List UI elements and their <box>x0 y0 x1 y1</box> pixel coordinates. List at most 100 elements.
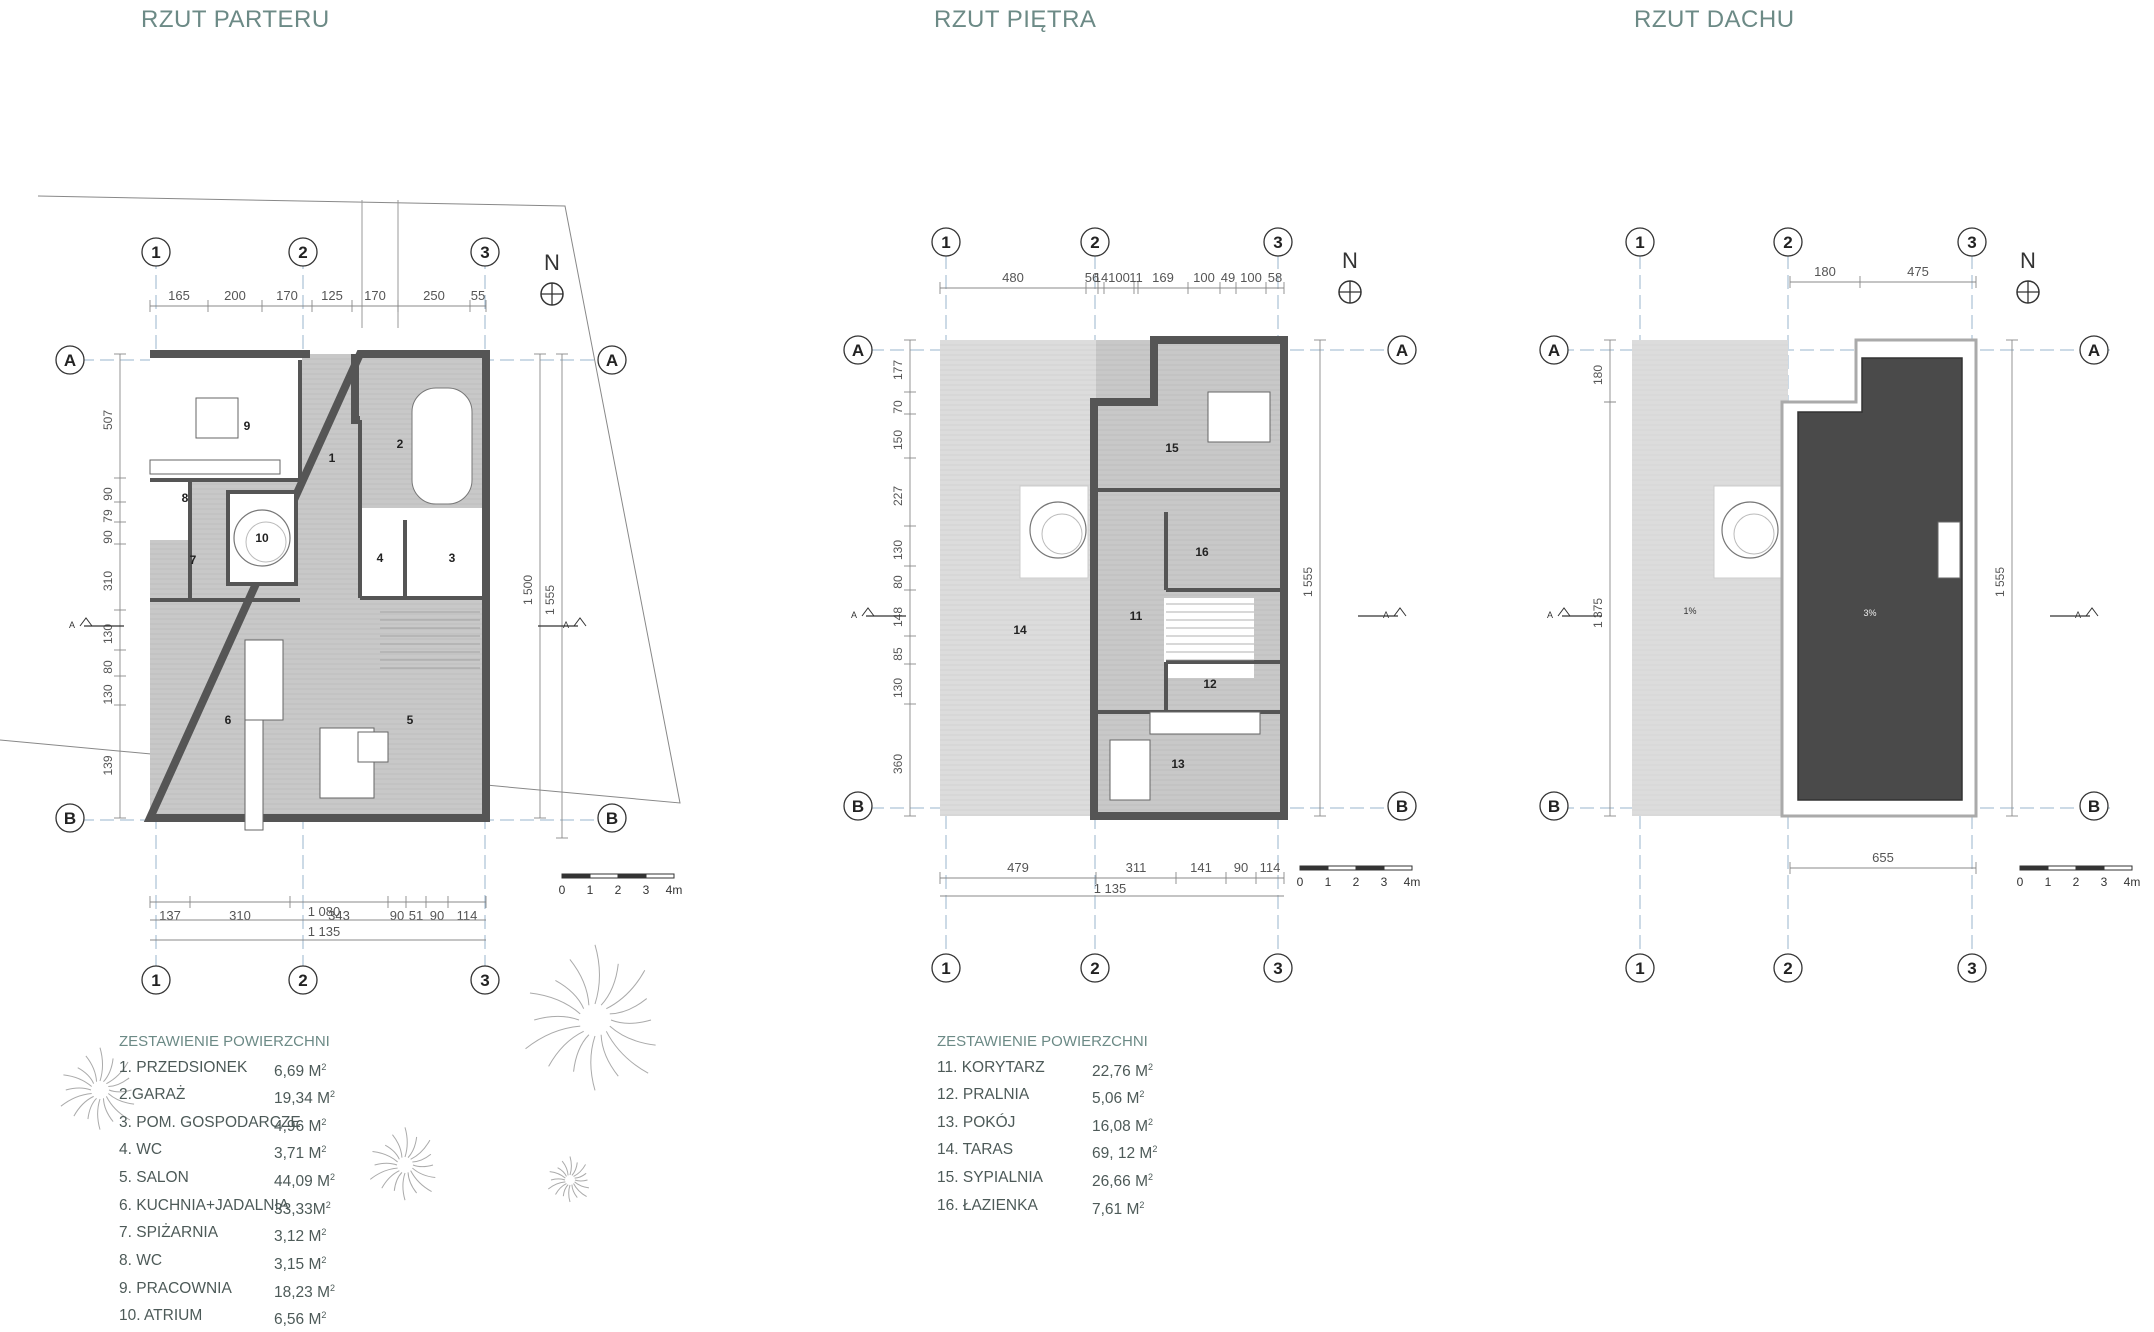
room-area: 22,76 M2 <box>1092 1061 1154 1080</box>
dim-bottom-label: 90 <box>430 908 444 923</box>
stair-area <box>360 508 486 600</box>
tree-branch <box>60 1092 92 1107</box>
axis-bubble <box>931 227 961 257</box>
tree-branch <box>99 1047 104 1082</box>
room-area: 7,61 M2 <box>1092 1199 1145 1218</box>
scale-bar-tick: 3 <box>1381 875 1388 889</box>
tree-sketch-icon <box>547 1156 589 1203</box>
room-number: 12 <box>1203 677 1217 691</box>
axis-label: 2 <box>1783 959 1792 978</box>
dim-left-label: 90 <box>101 487 115 501</box>
stair-void <box>1164 598 1254 678</box>
axis-bubble <box>288 965 318 995</box>
axis-label: 1 <box>1635 959 1644 978</box>
axis-label: B <box>1548 797 1560 816</box>
dim-top-label: 170 <box>364 288 386 303</box>
tree-branch <box>573 1164 586 1177</box>
tree-branch <box>555 979 585 1009</box>
room-number: 1 <box>329 451 336 465</box>
scale-bar-segment <box>645 873 675 879</box>
room-number: 6 <box>225 713 232 727</box>
dim-left-label: 80 <box>101 660 115 674</box>
section-label: A <box>1547 610 1553 620</box>
room-number: 9 <box>244 419 251 433</box>
scale-bar-segment <box>1383 865 1413 871</box>
scale-bar-tick: 4m <box>2124 875 2141 889</box>
room-name: 15. SYPIALNIA <box>937 1169 1043 1187</box>
room-number: 11 <box>1130 609 1143 623</box>
room-name: 7. SPIŻARNIA <box>119 1224 219 1242</box>
room-number: 3 <box>449 551 456 565</box>
north-label: N <box>1342 248 1358 273</box>
axis-label: 2 <box>1783 233 1792 252</box>
room-number: 4 <box>377 551 384 565</box>
axis-label: 3 <box>1967 233 1976 252</box>
tree-icon <box>1733 513 1775 555</box>
room-number: 7 <box>190 553 197 567</box>
axis-label: B <box>606 809 618 828</box>
area-schedule-row: 8. WC 3,15 M2 <box>119 1249 335 1277</box>
room-number: 15 <box>1165 441 1179 455</box>
dim-right-label: 1 555 <box>543 585 557 615</box>
dim-left-label: 130 <box>101 684 115 704</box>
tree-branch <box>407 1136 418 1158</box>
roof-surface <box>1797 357 1963 801</box>
tree-branch <box>573 1183 587 1198</box>
axis-bubble <box>470 237 500 267</box>
room-area: 3,15 M2 <box>274 1255 327 1274</box>
dim-top-label: 49 <box>1221 270 1235 285</box>
tree-branch <box>404 1127 408 1158</box>
axis-bubble <box>597 345 627 375</box>
exterior-wall <box>1090 336 1288 820</box>
tree-icon <box>1721 501 1779 559</box>
dim-right-label: 1 555 <box>1993 567 2007 597</box>
dim-bottom-label: 90 <box>390 908 404 923</box>
dim-left-label: 130 <box>891 678 905 698</box>
axis-label: 3 <box>1967 959 1976 978</box>
scale-bar-tick: 3 <box>2101 875 2108 889</box>
tree-sketch-icon <box>60 1047 135 1130</box>
tree-branch <box>550 1178 566 1181</box>
tree-branch <box>372 1151 398 1163</box>
scale-bar-segment <box>2103 865 2133 871</box>
axis-label: A <box>2088 341 2100 360</box>
tree-branch <box>85 1055 98 1082</box>
tree-icon <box>245 521 287 563</box>
scale-bar-tick: 2 <box>1353 875 1360 889</box>
area-schedule-title: ZESTAWIENIE POWIERZCHNI <box>937 1033 1148 1050</box>
axis-label: 2 <box>1090 959 1099 978</box>
tree-icon <box>233 509 291 567</box>
dim-top-label: 56 <box>1085 270 1099 285</box>
desk <box>1109 739 1151 801</box>
tree-branch <box>609 998 648 1015</box>
tree-branch <box>555 1183 567 1195</box>
scale-bar-segment <box>2047 865 2077 871</box>
north-label: N <box>2020 248 2036 273</box>
axis-bubble <box>141 237 171 267</box>
room-number: 10 <box>255 531 269 545</box>
room-area: 5,06 M2 <box>1092 1089 1145 1108</box>
room-name: 8. WC <box>119 1252 163 1270</box>
tree-branch <box>407 1172 418 1194</box>
axis-bubble <box>1957 953 1987 983</box>
section-marker-icon <box>2085 607 2099 617</box>
section-label: A <box>851 610 857 620</box>
tree-branch <box>609 1025 656 1046</box>
axis-bubble <box>597 803 627 833</box>
dim-left-label: 90 <box>101 530 115 544</box>
room-area: 19,34 M2 <box>274 1089 336 1108</box>
axis-bubble <box>141 965 171 995</box>
dim-left-label: 227 <box>891 486 905 506</box>
room-name: 10. ATRIUM <box>119 1307 203 1325</box>
room-area: 4,96 M2 <box>274 1116 327 1135</box>
tree-branch <box>549 1171 566 1179</box>
dim-top-label: 250 <box>423 288 445 303</box>
dim-bottom-label: 51 <box>409 908 423 923</box>
